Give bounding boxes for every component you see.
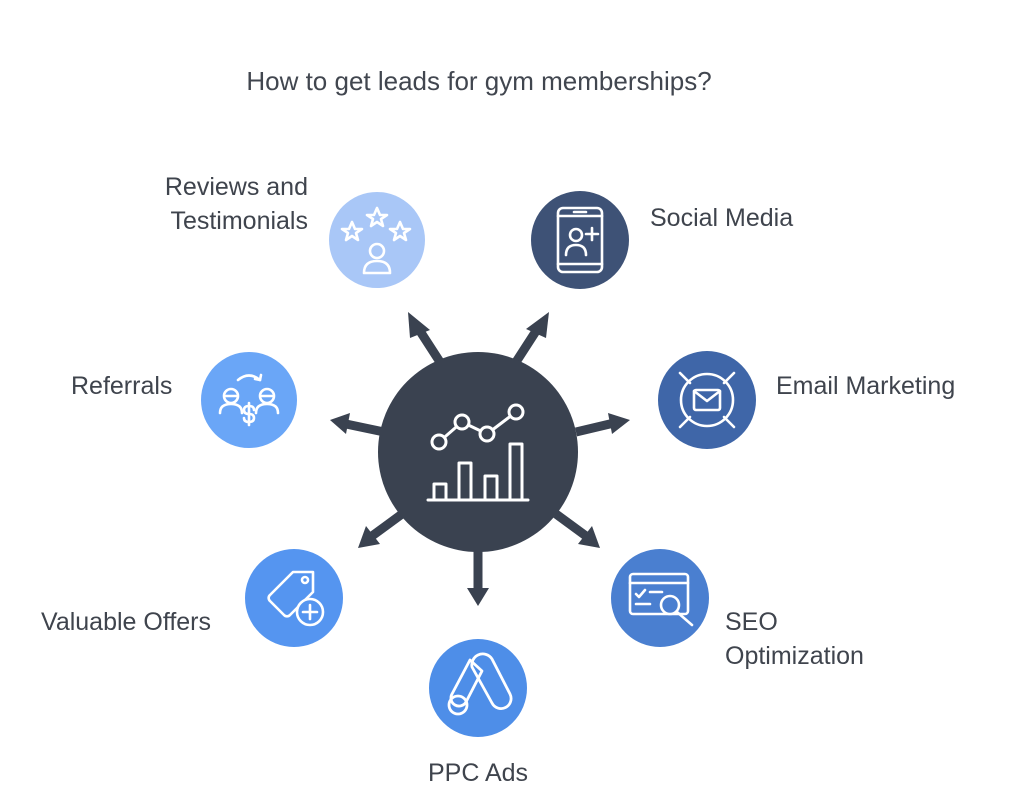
node-email [658,351,756,449]
arrow-to-email [574,418,616,437]
arrowhead-email [608,413,630,434]
label-social: Social Media [650,204,794,232]
arrowhead-social [526,312,549,338]
node-ppc [429,639,527,737]
price-tag-add-icon [267,570,325,627]
node-reviews [329,192,425,288]
arrow-to-social [512,325,542,365]
arrowhead-reviews [408,312,430,338]
growth-chart-icon [426,403,530,502]
smartphone-add-user-icon [556,206,604,274]
arrow-to-seo [553,510,589,540]
reviews-stars-person-icon [340,206,412,275]
diagram-title: How to get leads for gym memberships? [246,66,712,96]
label-ppc: PPC Ads [427,759,529,787]
node-social [531,191,629,289]
center-hub [378,352,578,552]
referral-exchange-icon [218,373,280,427]
arrowhead-offers [358,526,380,548]
arrowhead-ppc [467,588,489,606]
envelope-target-icon [678,371,736,429]
label-email: Email Marketing [776,372,956,400]
node-referrals [201,352,297,448]
arrow-to-reviews [414,325,444,365]
arrow-to-referrals [345,419,385,437]
google-ads-icon [447,652,513,716]
arrowhead-referrals [330,413,350,434]
node-offers [245,549,343,647]
browser-search-icon [628,572,694,627]
label-reviews: Reviews and Testimonials [164,173,308,235]
label-referrals: Referrals [71,372,173,400]
connector-arrows [330,312,630,606]
label-seo: SEO Optimization [725,608,864,670]
label-offers: Valuable Offers [41,608,212,636]
arrowhead-seo [578,526,600,548]
arrow-to-offers [369,510,405,540]
node-seo [611,549,709,647]
